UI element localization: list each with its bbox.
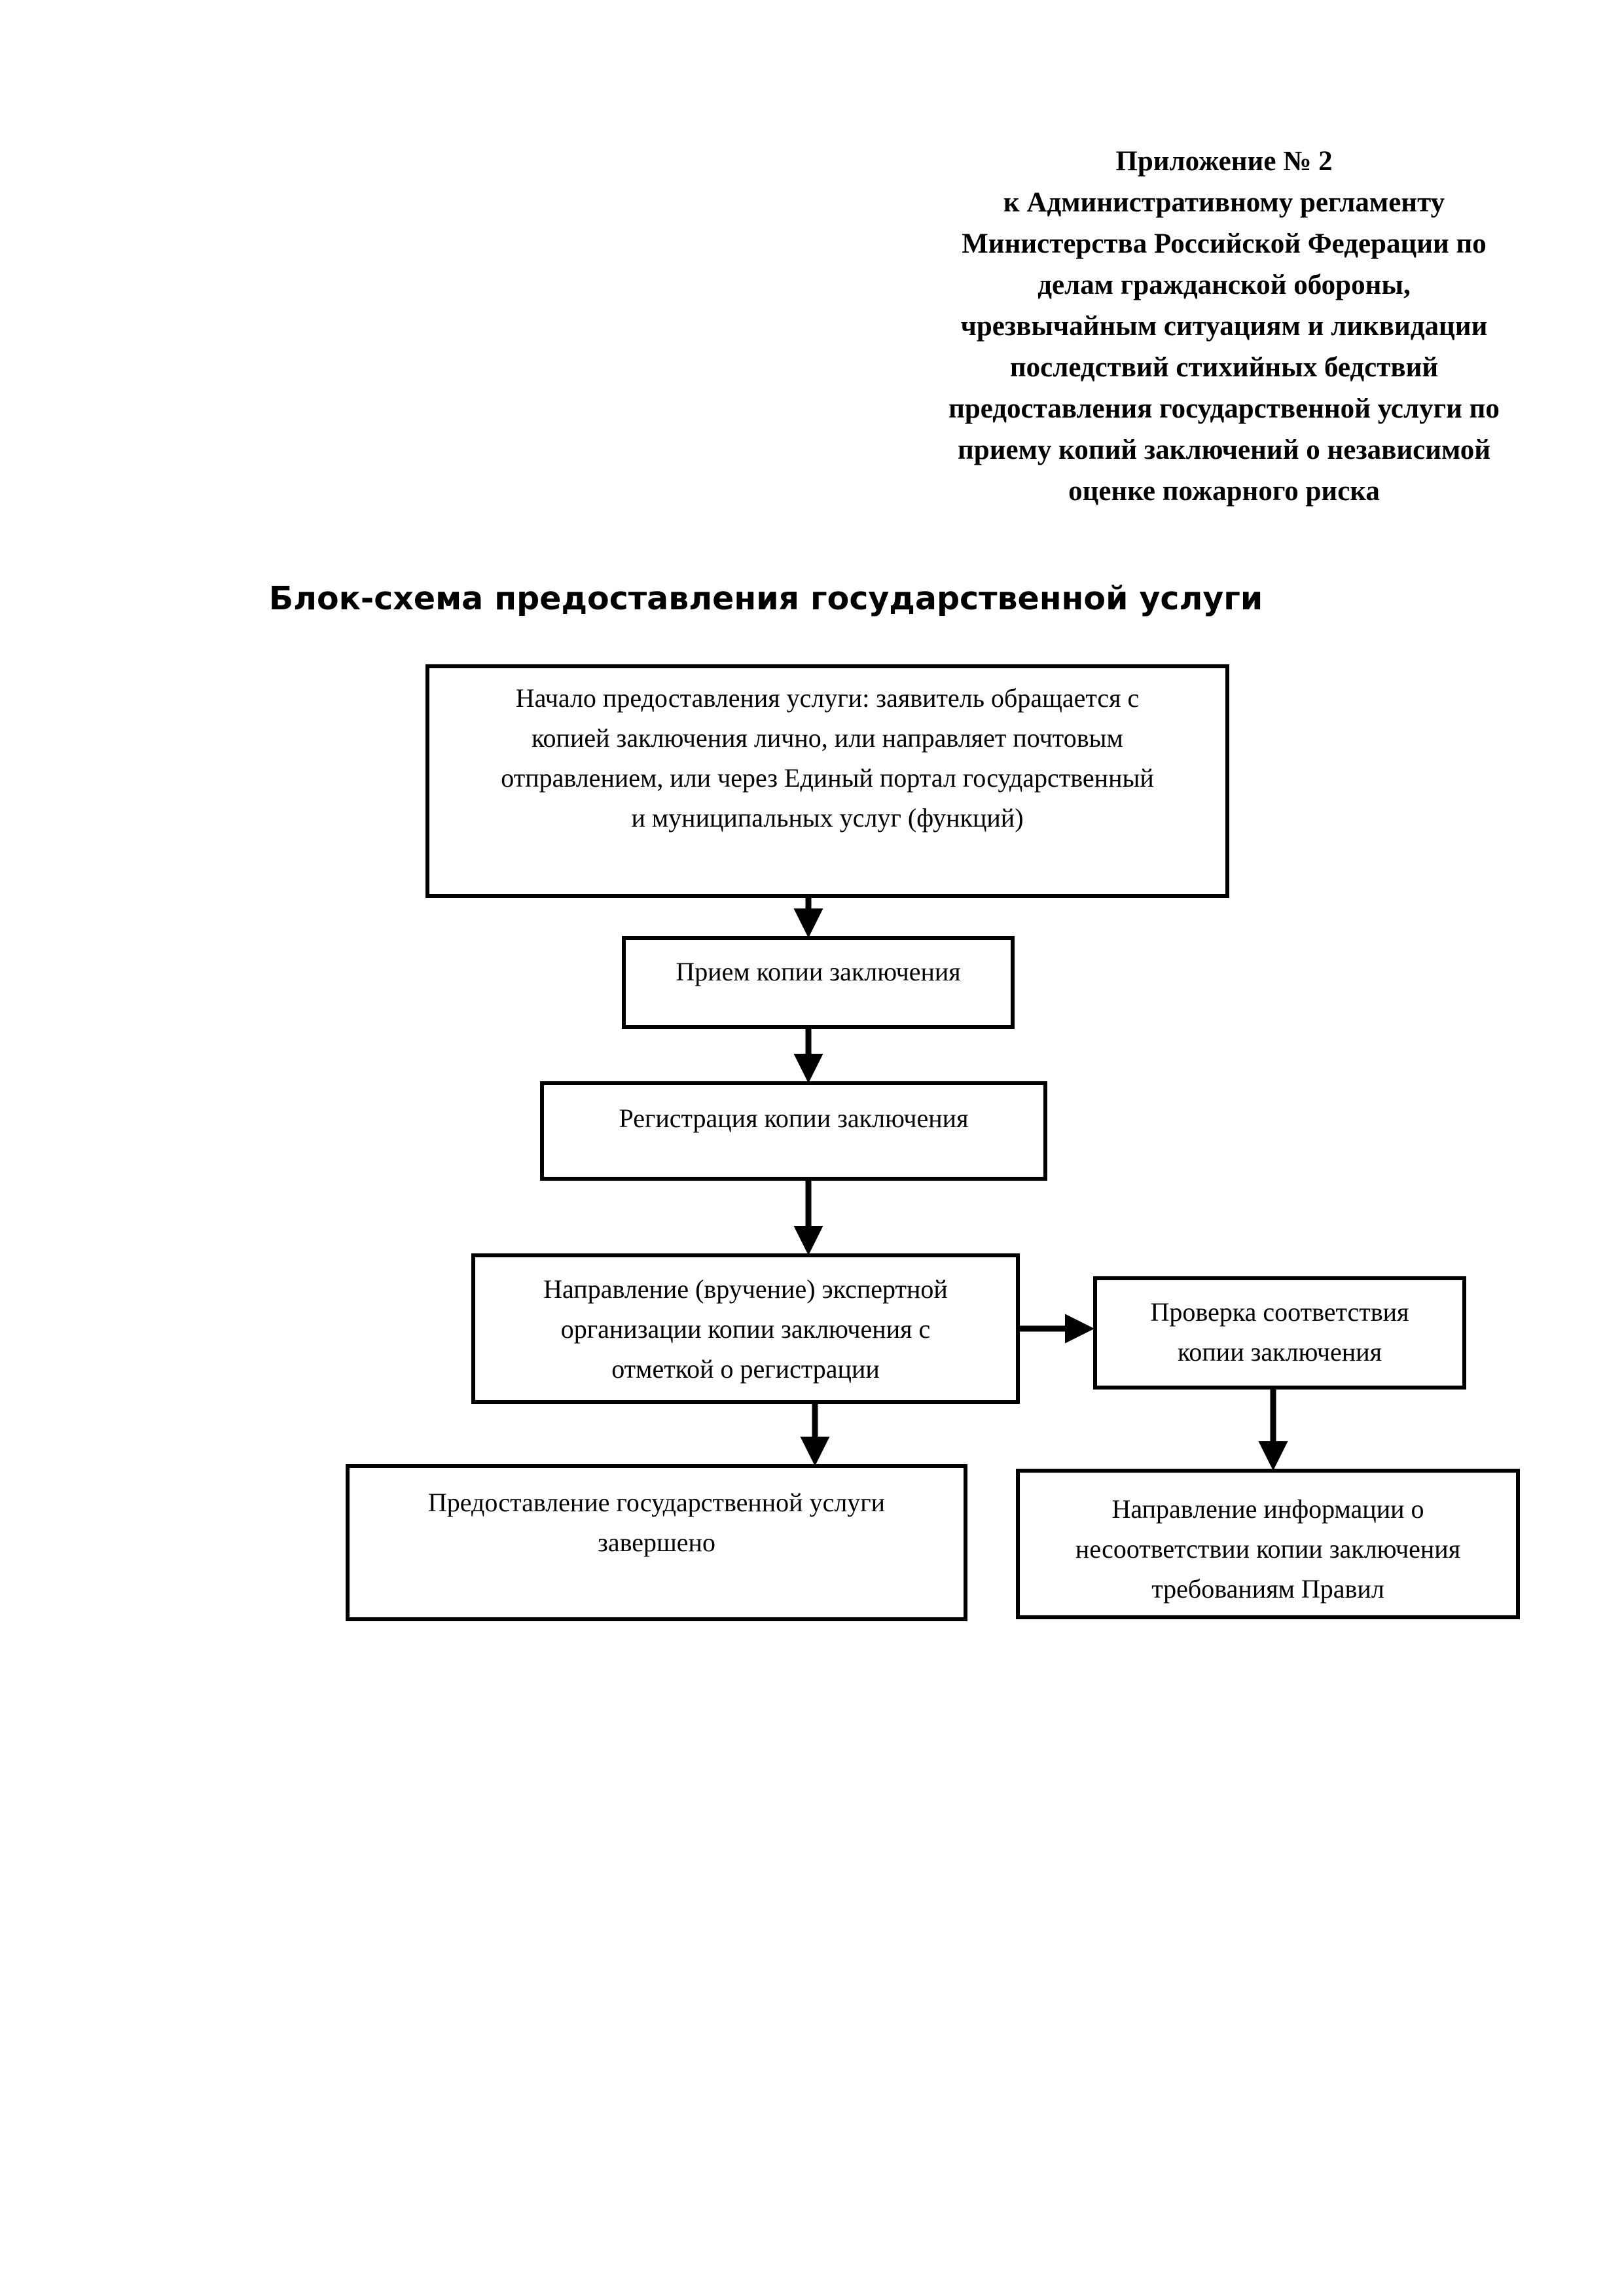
step-text: организации копии заключения с bbox=[560, 1314, 931, 1344]
appendix-line: приему копий заключений о независимой bbox=[958, 435, 1490, 465]
step-receive-box: Прием копии заключения bbox=[622, 936, 1015, 1029]
appendix-line: последствий стихийных бедствий bbox=[1009, 352, 1439, 383]
step-text: отметкой о регистрации bbox=[611, 1354, 880, 1384]
step-text: отправлением, или через Единый портал го… bbox=[501, 763, 1154, 793]
appendix-header: Приложение № 2 к Административному регла… bbox=[903, 141, 1545, 512]
step-send-box: Направление (вручение) экспертной органи… bbox=[471, 1253, 1020, 1404]
step-text: Предоставление государственной услуги bbox=[427, 1488, 886, 1517]
step-check-box: Проверка соответствия копии заключения bbox=[1093, 1276, 1466, 1390]
step-text: Прием копии заключения bbox=[676, 957, 961, 986]
step-text: копией заключения лично, или направляет … bbox=[532, 723, 1123, 753]
step-text: несоответствии копии заключения bbox=[1075, 1534, 1461, 1564]
step-register-box: Регистрация копии заключения bbox=[540, 1081, 1047, 1181]
appendix-line: делам гражданской обороны, bbox=[1038, 270, 1411, 300]
step-done-box: Предоставление государственной услуги за… bbox=[346, 1464, 967, 1621]
appendix-line: предоставления государственной услуги по bbox=[948, 393, 1500, 424]
step-text: требованиям Правил bbox=[1151, 1574, 1384, 1604]
step-mismatch-box: Направление информации о несоответствии … bbox=[1016, 1469, 1520, 1619]
step-text: и муниципальных услуг (функций) bbox=[631, 803, 1024, 833]
step-text: Направление информации о bbox=[1111, 1494, 1424, 1524]
appendix-line: Приложение № 2 bbox=[1115, 146, 1333, 177]
step-text: Начало предоставления услуги: заявитель … bbox=[515, 683, 1140, 713]
step-text: копии заключения bbox=[1177, 1337, 1382, 1367]
appendix-line: чрезвычайным ситуациям и ликвидации bbox=[960, 311, 1488, 342]
step-start-box: Начало предоставления услуги: заявитель … bbox=[425, 664, 1229, 898]
step-text: Проверка соответствия bbox=[1150, 1297, 1409, 1327]
page-title: Блок-схема предоставления государственно… bbox=[268, 580, 1263, 617]
step-text: Регистрация копии заключения bbox=[619, 1103, 969, 1133]
step-text: завершено bbox=[598, 1528, 715, 1557]
appendix-line: оценке пожарного риска bbox=[1068, 476, 1380, 507]
step-text: Направление (вручение) экспертной bbox=[543, 1274, 948, 1304]
appendix-line: к Административному регламенту bbox=[1003, 187, 1445, 218]
appendix-line: Министерства Российской Федерации по bbox=[962, 228, 1487, 259]
